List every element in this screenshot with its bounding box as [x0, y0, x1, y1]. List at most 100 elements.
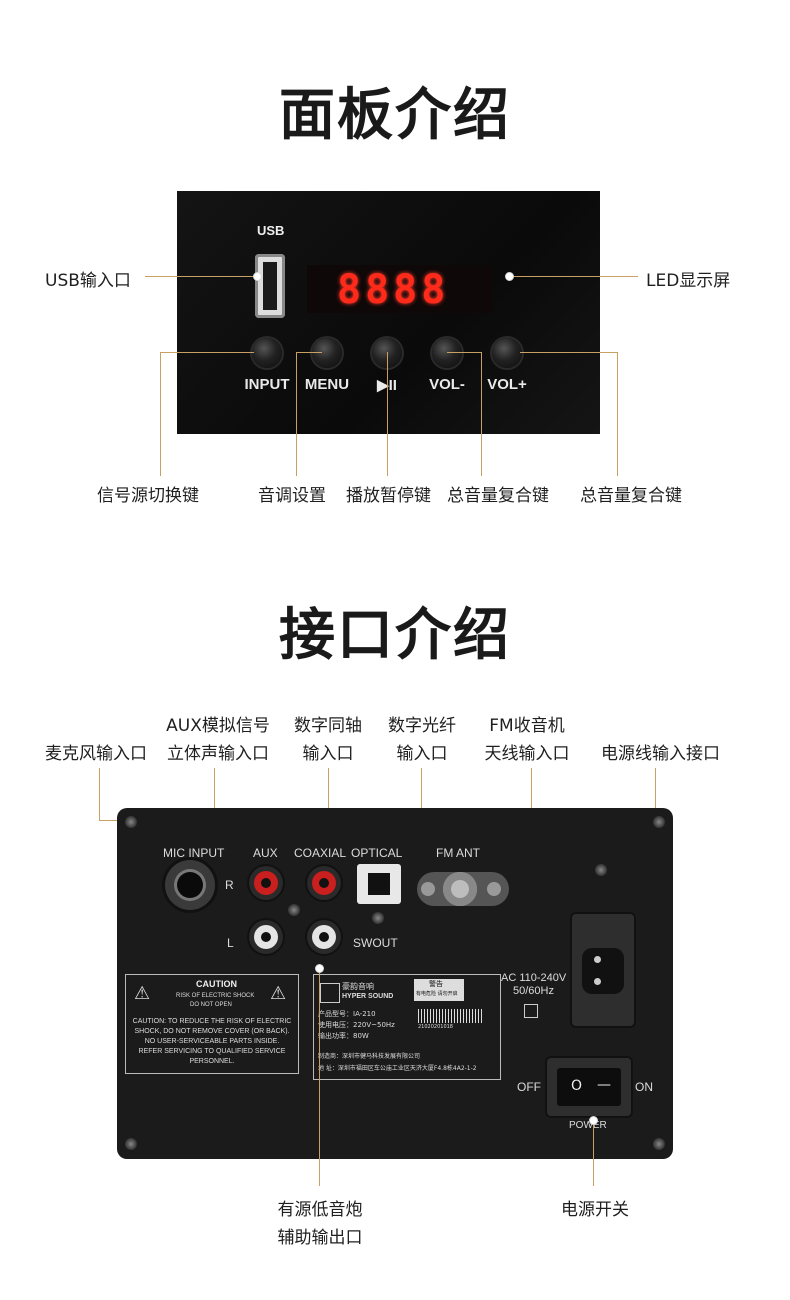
r-text: R [225, 878, 234, 892]
optical-port[interactable] [357, 864, 401, 904]
vol-down-label: VOL- [429, 376, 465, 393]
mic-callout-label: 麦克风输入口 [45, 744, 147, 764]
led-display-label: LED显示屏 [646, 271, 731, 291]
mic-input-text: MIC INPUT [163, 846, 225, 860]
vol-down-callout-label: 总音量复合键 [447, 486, 549, 506]
volup-callout-line-v [617, 352, 618, 476]
swout-callout-line [319, 968, 320, 1186]
usb-callout-line [145, 276, 257, 277]
vol-up-label: VOL+ [487, 376, 527, 393]
mic-jack[interactable] [165, 860, 215, 910]
screw-icon [288, 904, 300, 916]
aux-callout-line-v1 [214, 768, 215, 812]
coax-callout-label-1: 数字同轴 [294, 716, 362, 736]
product-label: 豪韵音响 HYPER SOUND 警告 有电危险 请勿开启 产品型号：IA-21… [313, 974, 501, 1080]
screw-icon [653, 1138, 665, 1150]
menu-callout-line-h [296, 352, 322, 353]
input-callout-line-h [160, 352, 254, 353]
brand-logo [320, 983, 340, 1003]
usb-label: USB [257, 223, 285, 238]
caution-body: CAUTION: TO REDUCE THE RISK OF ELECTRIC … [132, 1018, 292, 1065]
optical-text: OPTICAL [351, 846, 403, 860]
play-pause-callout-label: 播放暂停键 [346, 486, 431, 506]
power-rating-text: 输出功率：80W [318, 1032, 369, 1040]
coax-callout-label-2: 输入口 [302, 744, 354, 764]
freq-text: 50/60Hz [513, 985, 554, 997]
aux-l-jack[interactable] [249, 920, 283, 954]
serial-text: 21020201018 [418, 1024, 453, 1030]
rear-panel: MIC INPUT AUX COAXIAL OPTICAL FM ANT R L… [117, 808, 673, 1159]
input-callout-line-v [160, 352, 161, 476]
swout-callout-label-1: 有源低音炮 [277, 1200, 363, 1220]
power-text: POWER [569, 1120, 607, 1131]
swout-callout-label-2: 辅助输出口 [277, 1228, 363, 1248]
barcode [418, 1009, 482, 1023]
caution-label: ⚠ ⚠ CAUTION RISK OF ELECTRIC SHOCK DO NO… [125, 974, 299, 1074]
front-panel: USB 8888 INPUT MENU ▶II VOL- VOL+ [177, 191, 600, 434]
vol-down-button[interactable] [432, 338, 462, 368]
source-switch-label: 信号源切换键 [97, 486, 199, 506]
double-insulation-icon [524, 1004, 538, 1018]
coaxial-jack[interactable] [307, 866, 341, 900]
switch-on-symbol: — [597, 1077, 611, 1093]
fm-callout-label-1: FM收音机 [489, 716, 565, 736]
menu-button[interactable] [312, 338, 342, 368]
input-button-label: INPUT [244, 376, 290, 393]
led-callout-dot [505, 272, 514, 281]
power-cord-callout-label: 电源线输入接口 [601, 744, 720, 764]
swout-text: SWOUT [353, 936, 398, 950]
volup-callout-line-h [520, 352, 617, 353]
vol-up-button[interactable] [492, 338, 522, 368]
power-switch[interactable]: O — [547, 1058, 631, 1116]
menu-button-label: MENU [304, 376, 350, 393]
screw-icon [372, 912, 384, 924]
voldown-callout-line-h [447, 352, 481, 353]
power-switch-callout-dot [589, 1116, 598, 1125]
panel-section-title: 面板介绍 [279, 83, 511, 148]
brand-en: HYPER SOUND [342, 993, 394, 1000]
coaxial-text: COAXIAL [294, 846, 347, 860]
fm-ant-text: FM ANT [436, 846, 480, 860]
address-text: 地 址：深圳市福田区车公庙工业区天济大厦F4.8栋4A2-1-2 [318, 1065, 477, 1072]
ac-power-inlet[interactable] [572, 914, 634, 1026]
model-text: 产品型号：IA-210 [318, 1010, 376, 1018]
l-text: L [227, 936, 234, 950]
off-text: OFF [517, 1080, 541, 1094]
usb-port[interactable] [255, 254, 285, 318]
tone-setting-label: 音调设置 [258, 486, 326, 506]
on-text: ON [635, 1080, 653, 1094]
led-display: 8888 [307, 265, 493, 313]
swout-jack[interactable] [307, 920, 341, 954]
fm-callout-line-v1 [531, 768, 532, 820]
power-switch-callout-label: 电源开关 [561, 1200, 629, 1220]
led-digits: 8888 [337, 267, 450, 313]
led-callout-line [510, 276, 638, 277]
usb-callout-dot [253, 272, 262, 281]
mic-callout-line-v1 [99, 768, 100, 820]
aux-callout-label-1: AUX模拟信号 [166, 716, 270, 736]
caution-title: CAUTION [196, 979, 237, 989]
switch-off-symbol: O [571, 1078, 583, 1094]
fm-callout-label-2: 天线输入口 [484, 744, 570, 764]
aux-text: AUX [253, 846, 278, 860]
power-cord-line-v1 [655, 768, 656, 823]
vol-up-callout-label: 总音量复合键 [580, 486, 682, 506]
aux-callout-label-2: 立体声输入口 [167, 744, 269, 764]
optical-callout-line-v1 [421, 768, 422, 820]
input-button[interactable] [252, 338, 282, 368]
voltage-text: 使用电压：220V~50Hz [318, 1021, 395, 1029]
play-callout-line-v [387, 352, 388, 476]
warning-triangle-icon: ⚠ [134, 983, 151, 1004]
aux-r-jack[interactable] [249, 866, 283, 900]
warning-title: 警告 [429, 980, 443, 988]
screw-icon [653, 816, 665, 828]
caution-sub2: DO NOT OPEN [190, 1002, 232, 1008]
fm-ant-connector[interactable] [417, 872, 509, 906]
maker-text: 制造商：深圳市健马科技发展有限公司 [318, 1053, 421, 1060]
brand-cn: 豪韵音响 [342, 982, 374, 991]
ac-spec-text: AC 110-240V [501, 972, 567, 984]
warning-sub: 有电危险 请勿开启 [416, 991, 458, 997]
optical-callout-label-1: 数字光纤 [388, 716, 456, 736]
screw-icon [125, 1138, 137, 1150]
screw-icon [595, 864, 607, 876]
